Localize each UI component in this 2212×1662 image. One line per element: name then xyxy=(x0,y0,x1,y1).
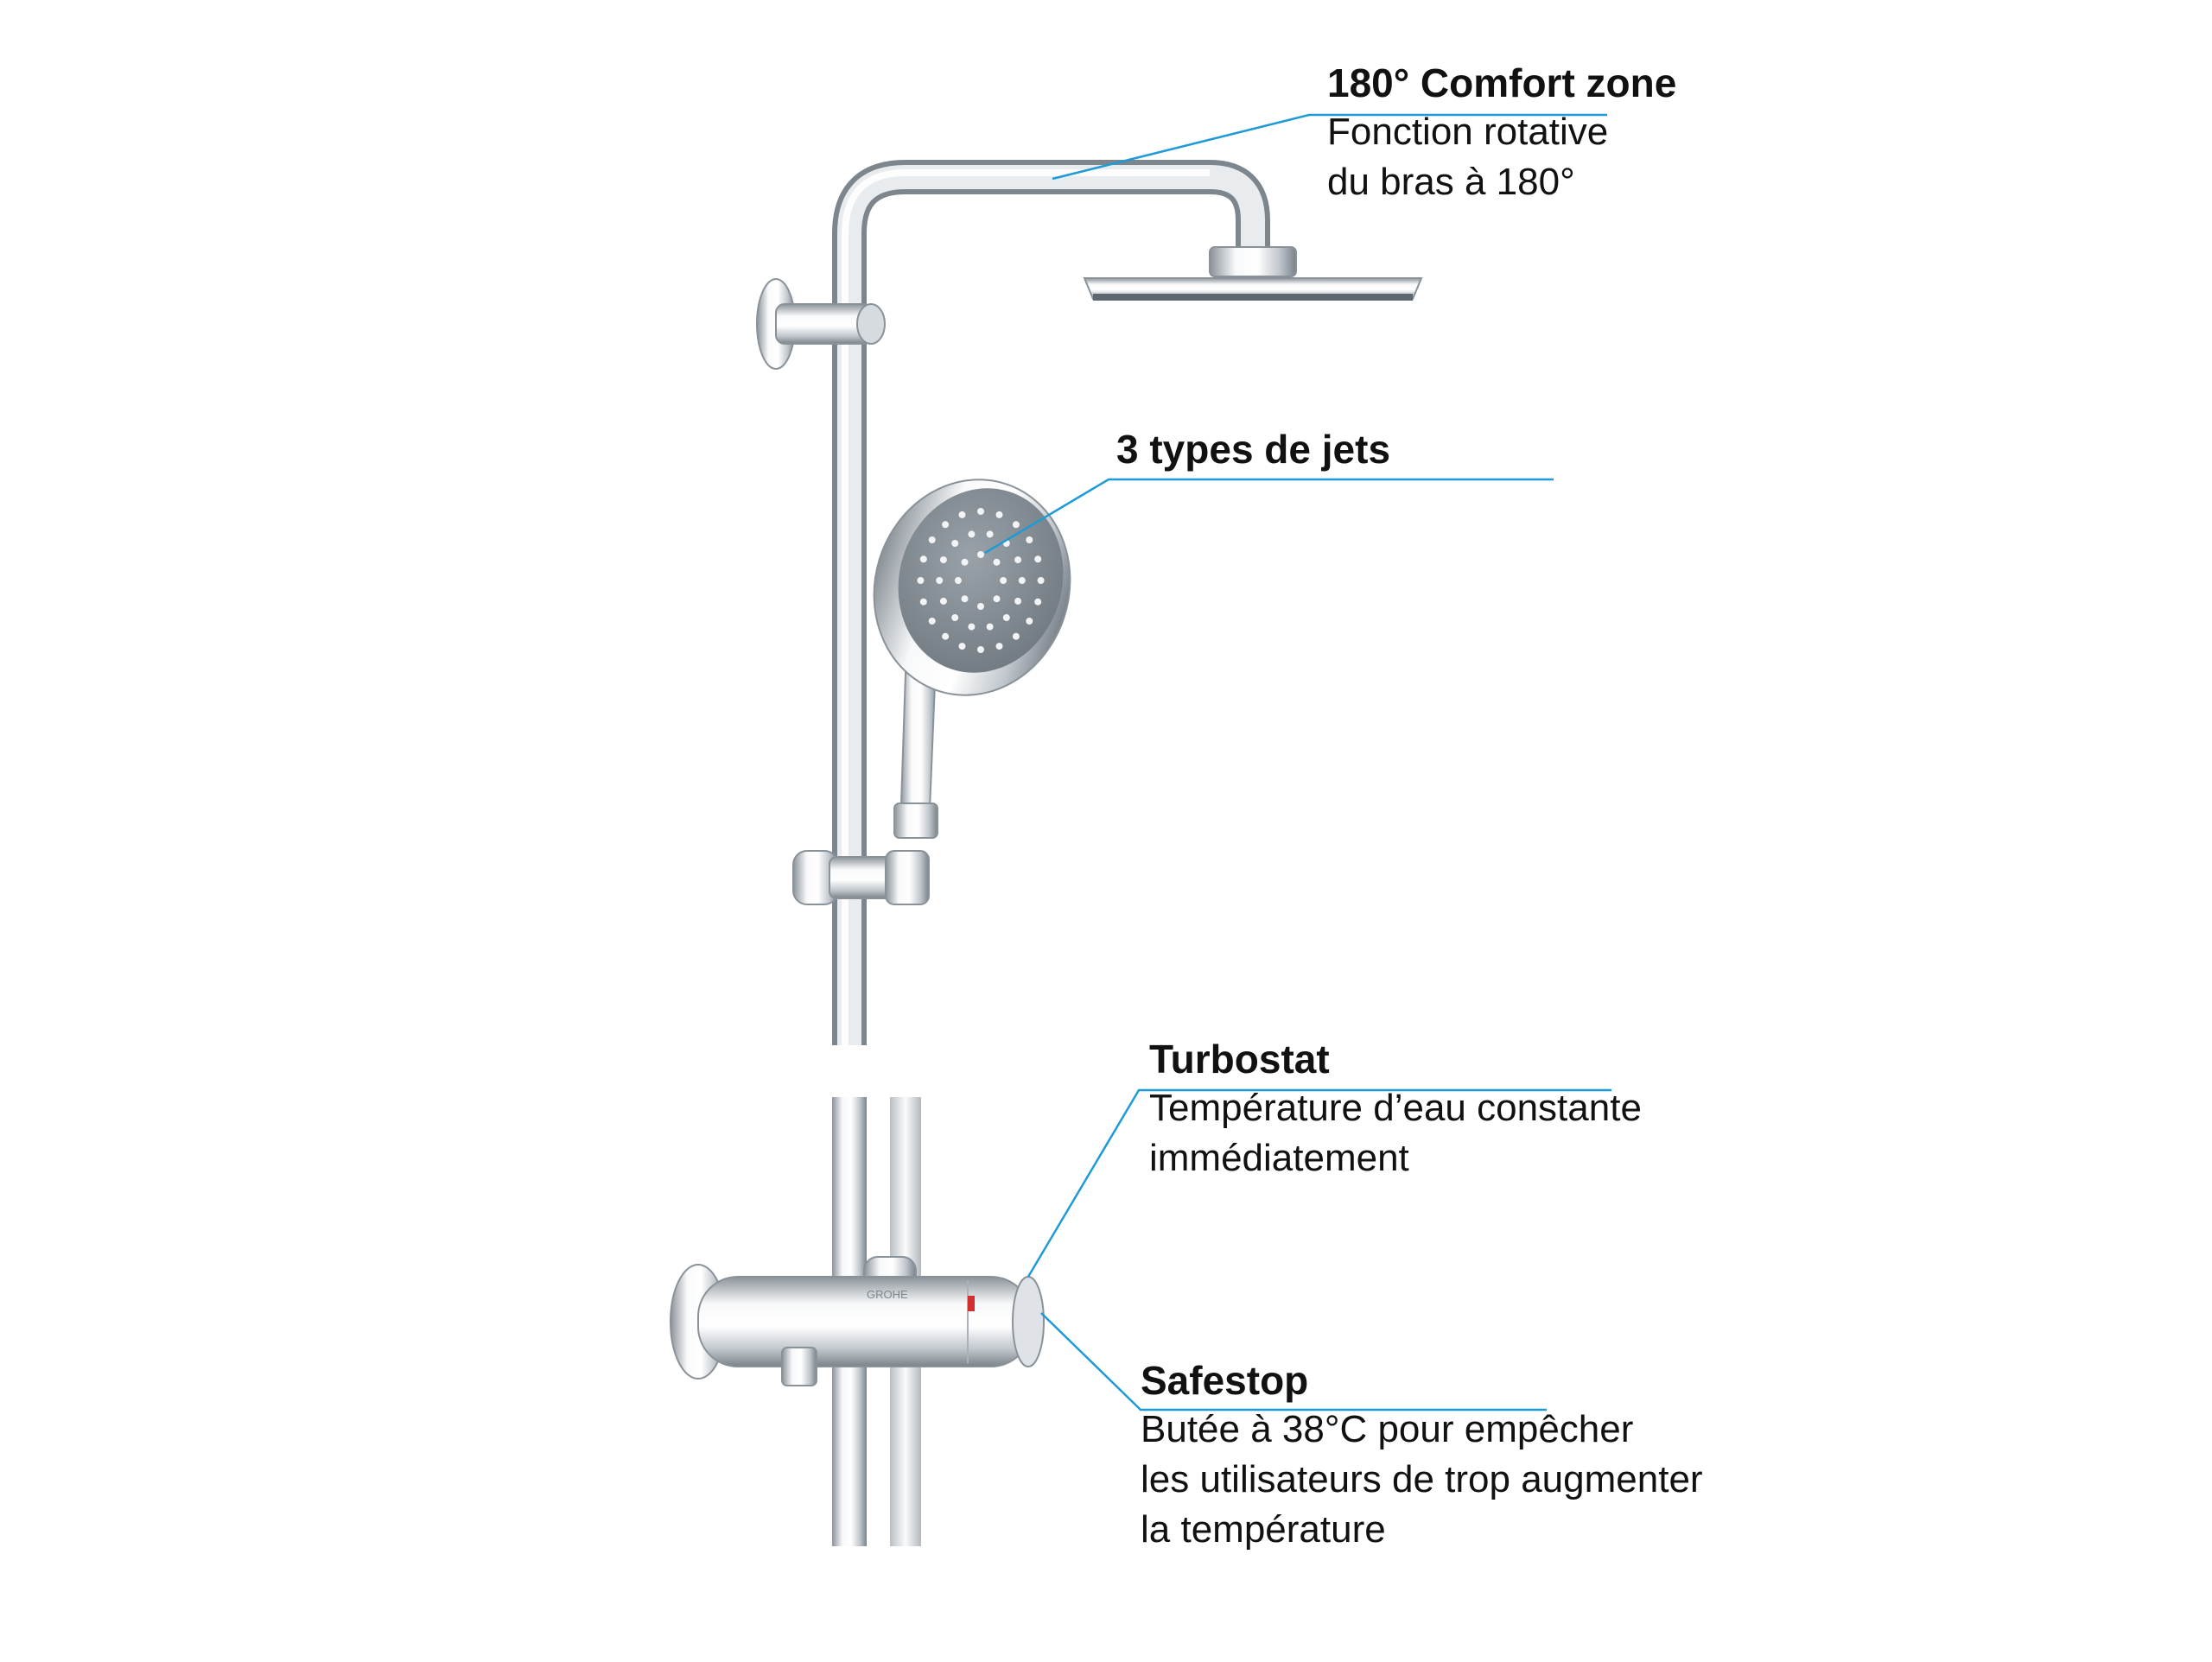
spray-nozzle xyxy=(942,521,950,529)
leader-line-comfort-zone xyxy=(1052,113,1607,181)
spray-nozzle xyxy=(995,643,1003,650)
spray-nozzle xyxy=(1026,618,1033,625)
spray-nozzle xyxy=(958,511,966,518)
spray-nozzle xyxy=(961,595,969,603)
callout-safestop: Safestop Butée à 38°C pour empêcher les … xyxy=(1141,1356,1703,1555)
spray-nozzle xyxy=(1034,598,1042,606)
spray-nozzle xyxy=(1018,577,1026,584)
spray-nozzle xyxy=(977,646,984,653)
spray-nozzle xyxy=(1014,556,1022,564)
callout-title: Turbostat xyxy=(1149,1037,1330,1082)
callout-turbostat: Turbostat Température d’eau constante im… xyxy=(1149,1035,1642,1183)
spray-nozzle xyxy=(939,597,947,605)
spray-nozzle xyxy=(917,577,925,584)
spray-nozzle xyxy=(961,558,969,566)
thermostat-mixer: GROHE xyxy=(670,1256,1045,1386)
spray-nozzle xyxy=(1000,577,1007,584)
callout-title: 180° Comfort zone xyxy=(1327,60,1677,105)
spray-nozzle xyxy=(928,536,936,543)
callout-line: Fonction rotative xyxy=(1327,111,1609,153)
hand-shower xyxy=(873,479,1071,839)
callout-title: 3 types de jets xyxy=(1116,427,1391,472)
spray-nozzle xyxy=(958,643,966,650)
spray-nozzle xyxy=(1034,555,1042,563)
spray-nozzle xyxy=(968,530,976,538)
spray-nozzle xyxy=(1014,597,1022,605)
spray-nozzle xyxy=(977,508,984,515)
callout-line: du bras à 180° xyxy=(1327,161,1575,203)
spray-nozzle xyxy=(1037,577,1045,584)
leader-line-safestop xyxy=(1040,1312,1547,1411)
wall-bracket-upper xyxy=(756,278,886,370)
spray-nozzle xyxy=(968,623,976,631)
spray-nozzle xyxy=(986,623,994,631)
slide-holder xyxy=(792,850,930,905)
callout-line: la température xyxy=(1141,1508,1386,1551)
spray-nozzle xyxy=(939,556,947,564)
spray-nozzle xyxy=(1012,632,1020,640)
spray-nozzle xyxy=(919,555,927,563)
spray-nozzle xyxy=(993,558,1001,566)
spray-nozzle xyxy=(1002,614,1010,621)
spray-nozzle xyxy=(919,598,927,606)
callout-jets: 3 types de jets xyxy=(1116,425,1390,473)
leader-line-turbostat xyxy=(1027,1088,1611,1278)
spray-nozzle xyxy=(951,540,959,547)
callout-title: Safestop xyxy=(1141,1358,1309,1403)
spray-nozzle xyxy=(993,595,1001,603)
spray-nozzle xyxy=(995,511,1003,518)
callout-line: Température d’eau constante xyxy=(1149,1087,1642,1129)
brand-mark: GROHE xyxy=(867,1288,908,1301)
spray-nozzle xyxy=(986,530,994,538)
callout-line: les utilisateurs de trop augmenter xyxy=(1141,1458,1703,1500)
spray-nozzle xyxy=(936,577,944,584)
spray-nozzle xyxy=(954,577,962,584)
spray-nozzle xyxy=(1026,536,1033,543)
callout-line: Butée à 38°C pour empêcher xyxy=(1141,1408,1634,1450)
callout-line: immédiatement xyxy=(1149,1137,1409,1179)
overhead-shower-head xyxy=(1083,246,1423,301)
spray-nozzle xyxy=(977,551,984,558)
spray-nozzle xyxy=(977,603,984,610)
spray-nozzle xyxy=(1012,521,1020,529)
callout-comfort-zone: 180° Comfort zone Fonction rotative du b… xyxy=(1327,59,1676,207)
spray-nozzle xyxy=(942,632,950,640)
leader-line-jets xyxy=(984,478,1554,555)
spray-nozzle xyxy=(951,614,959,621)
spray-nozzle xyxy=(928,618,936,625)
